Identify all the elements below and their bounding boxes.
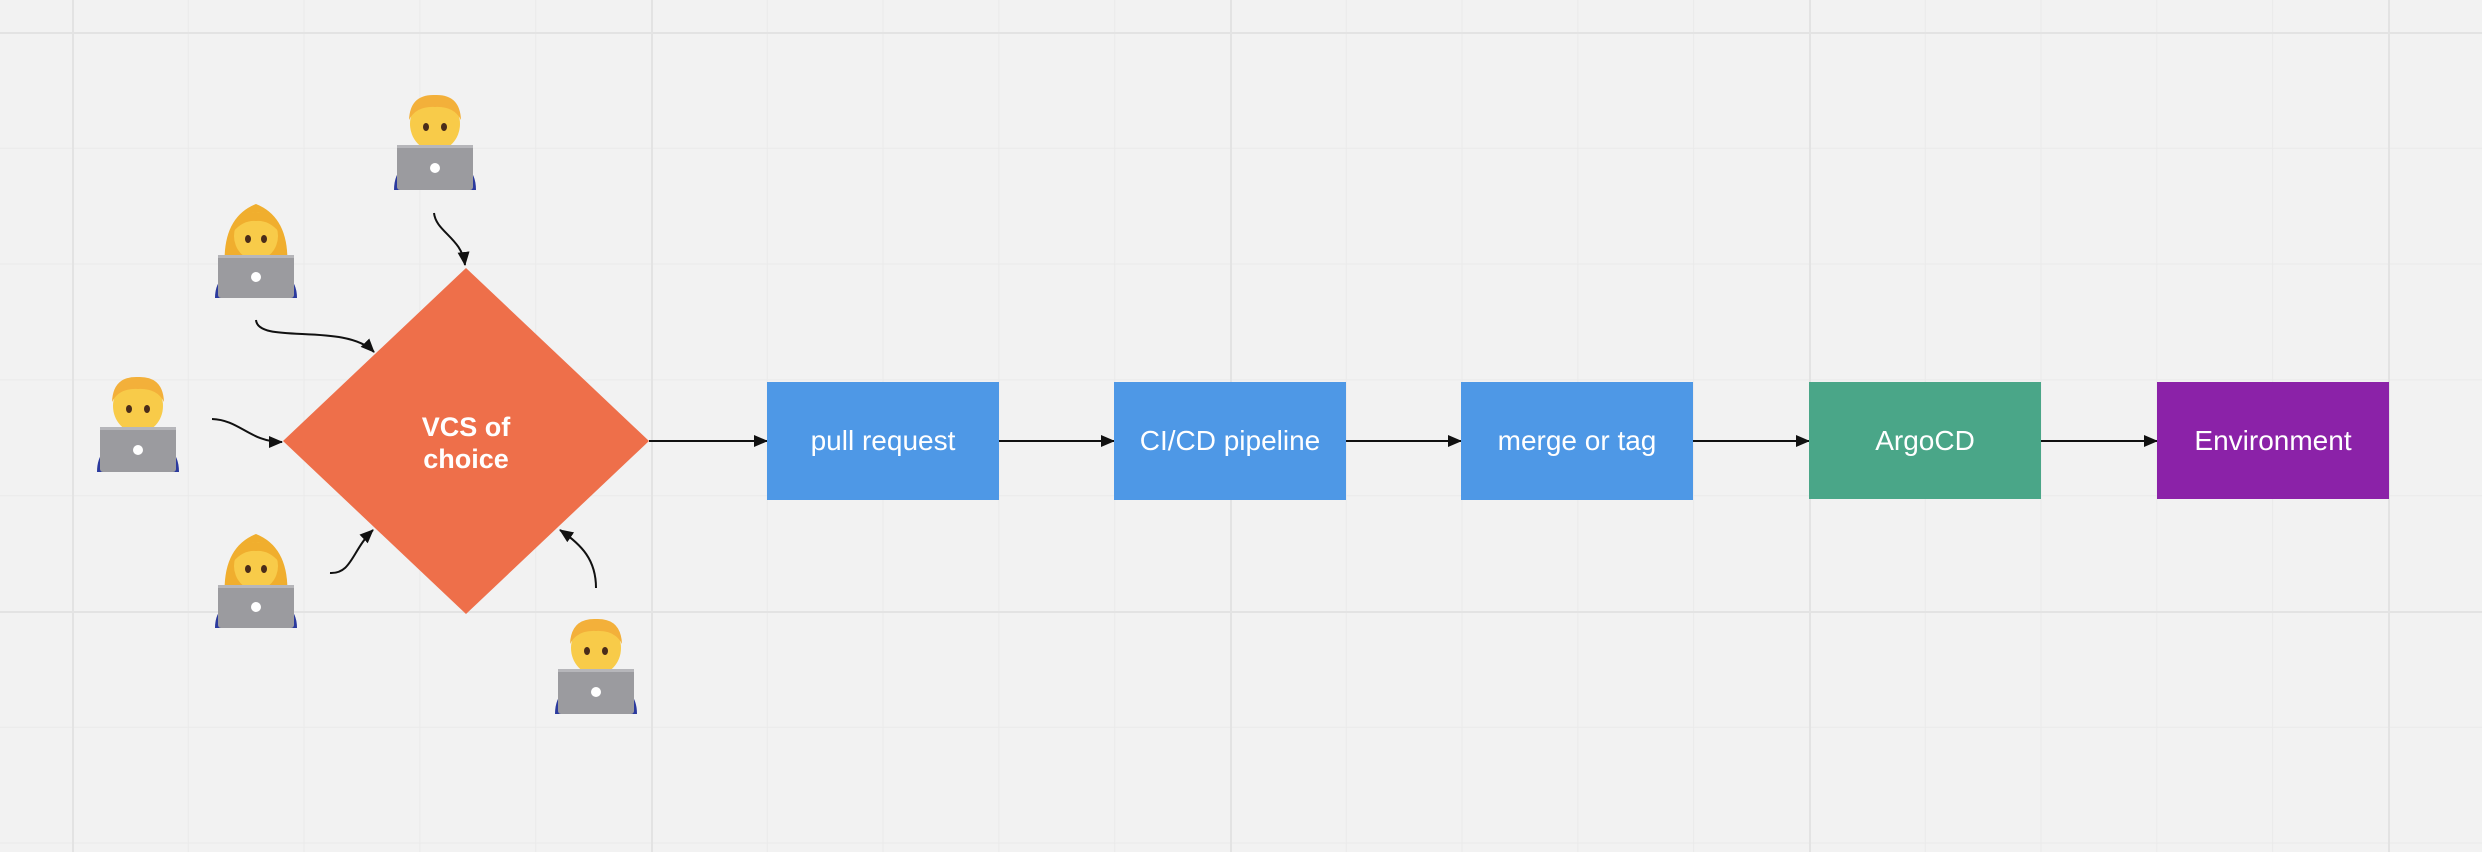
developer-4[interactable] xyxy=(211,528,301,628)
man-technologist-icon xyxy=(97,376,179,472)
connector-dev2-to-hub xyxy=(255,319,375,353)
man-technologist-icon xyxy=(555,618,637,714)
cicd-pipeline-label: CI/CD pipeline xyxy=(1139,425,1321,456)
connector-dev1-to-hub xyxy=(433,212,470,266)
connector-dev5-to-hub xyxy=(559,529,597,589)
developer-3[interactable] xyxy=(93,372,183,472)
vcs-label-line2: choice xyxy=(423,444,509,474)
developer-5[interactable] xyxy=(551,614,641,714)
argocd-label: ArgoCD xyxy=(1875,424,1975,456)
vcs-diamond-label: VCS of choice xyxy=(366,400,566,486)
pull-request-box[interactable]: pull request xyxy=(767,382,999,500)
vcs-label-line1: VCS of xyxy=(421,412,511,442)
environment-label: Environment xyxy=(2194,424,2352,456)
developer-1[interactable] xyxy=(390,90,480,190)
argocd-box[interactable]: ArgoCD xyxy=(1809,382,2041,499)
connector-dev4-to-hub xyxy=(329,529,374,575)
woman-technologist-icon xyxy=(215,204,297,298)
woman-technologist-icon xyxy=(215,534,297,628)
developer-2[interactable] xyxy=(211,198,301,298)
man-technologist-icon xyxy=(394,94,476,190)
environment-box[interactable]: Environment xyxy=(2157,382,2389,499)
merge-or-tag-box[interactable]: merge or tag xyxy=(1461,382,1693,500)
cicd-pipeline-box[interactable]: CI/CD pipeline xyxy=(1114,382,1346,500)
pull-request-label: pull request xyxy=(810,425,956,456)
merge-or-tag-label: merge or tag xyxy=(1497,425,1657,456)
connector-dev3-to-hub xyxy=(211,418,283,448)
